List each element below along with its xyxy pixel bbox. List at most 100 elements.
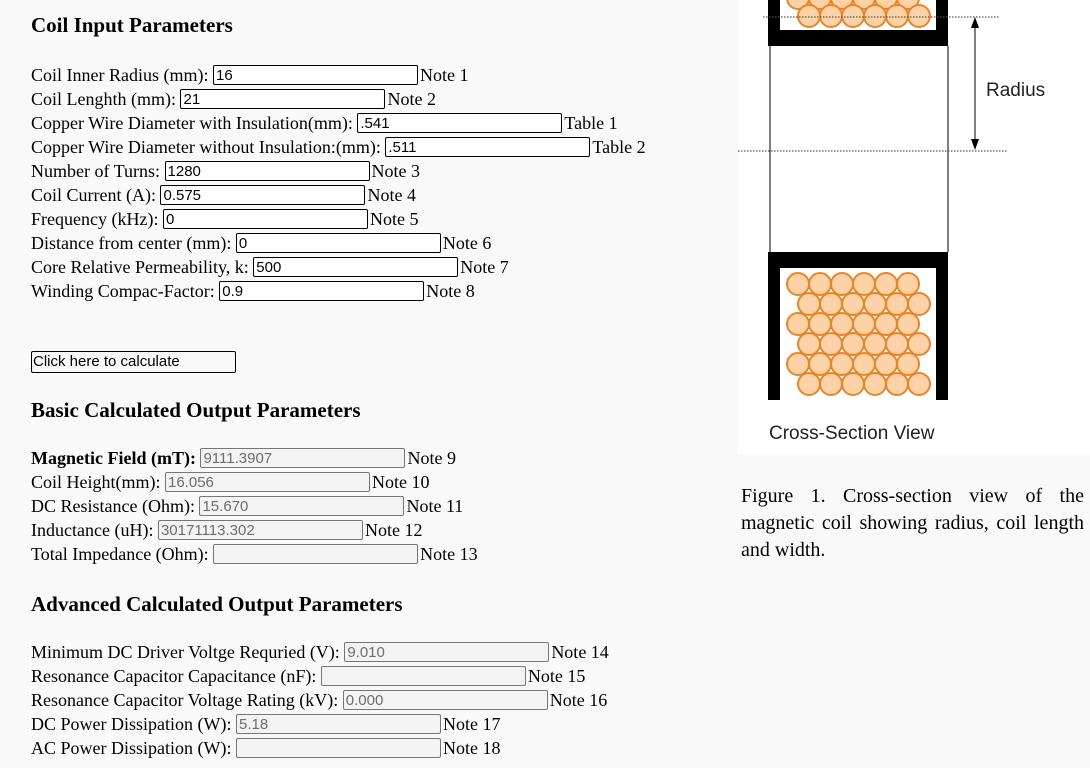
note-8: Note 8 xyxy=(426,281,475,301)
number-of-turns-input[interactable] xyxy=(164,161,370,181)
wire-cross-section xyxy=(885,4,909,28)
row-total-impedance: Total Impedance (Ohm): Note 13 xyxy=(31,542,478,566)
wire-cross-section xyxy=(907,4,931,28)
dc-power-dissipation-output[interactable] xyxy=(235,714,441,734)
note-17: Note 17 xyxy=(442,714,501,734)
wire-cross-section xyxy=(786,352,810,376)
table-1: Table 1 xyxy=(564,113,618,133)
wire-cross-section xyxy=(907,292,931,316)
wire-cross-section xyxy=(819,372,843,396)
distance-from-center-input[interactable] xyxy=(235,233,441,253)
inductance-label: Inductance (uH): xyxy=(31,520,158,540)
row-coil-length: Coil Lenghth (mm): Note 2 xyxy=(31,87,436,111)
wire-cross-section xyxy=(841,332,865,356)
note-7: Note 7 xyxy=(460,257,509,277)
resonance-voltage-rating-output[interactable] xyxy=(342,690,548,710)
advanced-section-title: Advanced Calculated Output Parameters xyxy=(31,592,403,616)
row-number-of-turns: Number of Turns: Note 3 xyxy=(31,159,420,183)
note-3: Note 3 xyxy=(371,161,421,181)
distance-from-center-label: Distance from center (mm): xyxy=(31,233,236,253)
coil-height-output[interactable] xyxy=(165,472,370,492)
row-inner-radius: Coil Inner Radius (mm): Note 1 xyxy=(31,63,468,87)
coil-diagram: Radius Cross-Section View xyxy=(738,0,1045,444)
wire-cross-section xyxy=(797,292,821,316)
note-9: Note 9 xyxy=(407,448,456,468)
coil-current-input[interactable] xyxy=(160,185,366,205)
resonance-capacitance-output[interactable] xyxy=(320,666,526,686)
wire-cross-section xyxy=(830,272,854,296)
wire-cross-section xyxy=(830,312,854,336)
note-10: Note 10 xyxy=(372,472,430,492)
wire-cross-section xyxy=(885,332,909,356)
wire-cross-section xyxy=(852,312,876,336)
wire-cross-section xyxy=(808,272,832,296)
note-13: Note 13 xyxy=(420,544,478,564)
calculate-button[interactable]: Click here to calculate xyxy=(31,351,236,373)
row-distance-from-center: Distance from center (mm): Note 6 xyxy=(31,231,491,255)
radius-label: Radius xyxy=(986,80,1045,101)
magnetic-field-output[interactable] xyxy=(200,448,406,468)
row-compact-factor: Winding Compac-Factor: Note 8 xyxy=(31,279,475,303)
wire-cross-section xyxy=(885,372,909,396)
wire-cross-section xyxy=(852,272,876,296)
coil-length-input[interactable] xyxy=(180,89,386,109)
row-wire-diameter-insulated: Copper Wire Diameter with Insulation(mm)… xyxy=(31,111,618,135)
dc-resistance-output[interactable] xyxy=(199,496,405,516)
core-permeability-label: Core Relative Permeability, k: xyxy=(31,257,254,277)
wire-cross-section xyxy=(907,372,931,396)
coil-current-label: Coil Current (A): xyxy=(31,185,161,205)
note-6: Note 6 xyxy=(442,233,492,253)
row-resonance-capacitance: Resonance Capacitor Capacitance (nF): No… xyxy=(31,664,585,688)
core-permeability-input[interactable] xyxy=(253,257,459,277)
wire-diameter-insulated-input[interactable] xyxy=(357,113,563,133)
wire-cross-section xyxy=(786,312,810,336)
row-magnetic-field: Magnetic Field (mT): Note 9 xyxy=(31,446,456,470)
resonance-voltage-rating-label: Resonance Capacitor Voltage Rating (kV): xyxy=(31,690,343,710)
wire-cross-section xyxy=(819,332,843,356)
wire-cross-section xyxy=(841,4,865,28)
wire-cross-section xyxy=(808,312,832,336)
row-dc-power-dissipation: DC Power Dissipation (W): Note 17 xyxy=(31,712,500,736)
wire-cross-section xyxy=(863,4,887,28)
number-of-turns-label: Number of Turns: xyxy=(31,161,165,181)
note-16: Note 16 xyxy=(549,690,608,710)
wire-cross-section xyxy=(896,312,920,336)
coil-height-label: Coil Height(mm): xyxy=(31,472,165,492)
compact-factor-label: Winding Compac-Factor: xyxy=(31,281,220,301)
coil-cross-section-figure: Radius Cross-Section View xyxy=(738,0,1090,455)
inductance-output[interactable] xyxy=(157,520,363,540)
row-core-permeability: Core Relative Permeability, k: Note 7 xyxy=(31,255,509,279)
wire-cross-section xyxy=(874,272,898,296)
cross-section-view-label: Cross-Section View xyxy=(769,423,935,444)
min-dc-voltage-label: Minimum DC Driver Voltge Requried (V): xyxy=(31,642,345,662)
dc-power-dissipation-label: DC Power Dissipation (W): xyxy=(31,714,236,734)
wire-cross-section xyxy=(885,292,909,316)
wire-cross-section xyxy=(797,4,821,28)
wire-diameter-bare-input[interactable] xyxy=(385,137,591,157)
row-inductance: Inductance (uH): Note 12 xyxy=(31,518,422,542)
resonance-capacitance-label: Resonance Capacitor Capacitance (nF): xyxy=(31,666,321,686)
radius-arrow xyxy=(971,17,979,150)
inner-radius-input[interactable] xyxy=(212,65,418,85)
note-2: Note 2 xyxy=(387,89,436,109)
frequency-label: Frequency (kHz): xyxy=(31,209,163,229)
frequency-input[interactable] xyxy=(162,209,368,229)
wire-cross-section xyxy=(863,372,887,396)
note-1: Note 1 xyxy=(419,65,469,85)
wire-cross-section xyxy=(841,372,865,396)
row-coil-current: Coil Current (A): Note 4 xyxy=(31,183,416,207)
wire-diameter-insulated-label: Copper Wire Diameter with Insulation(mm)… xyxy=(31,113,358,133)
ac-power-dissipation-output[interactable] xyxy=(235,738,441,758)
wire-cross-section xyxy=(896,272,920,296)
wire-cross-section xyxy=(863,332,887,356)
magnetic-field-label: Magnetic Field (mT): xyxy=(31,448,201,468)
note-15: Note 15 xyxy=(527,666,586,686)
total-impedance-label: Total Impedance (Ohm): xyxy=(31,544,214,564)
ac-power-dissipation-label: AC Power Dissipation (W): xyxy=(31,738,236,758)
min-dc-voltage-output[interactable] xyxy=(344,642,550,662)
total-impedance-output[interactable] xyxy=(213,544,419,564)
compact-factor-input[interactable] xyxy=(219,281,425,301)
note-18: Note 18 xyxy=(442,738,501,758)
wire-cross-section xyxy=(819,4,843,28)
wire-cross-section xyxy=(852,352,876,376)
